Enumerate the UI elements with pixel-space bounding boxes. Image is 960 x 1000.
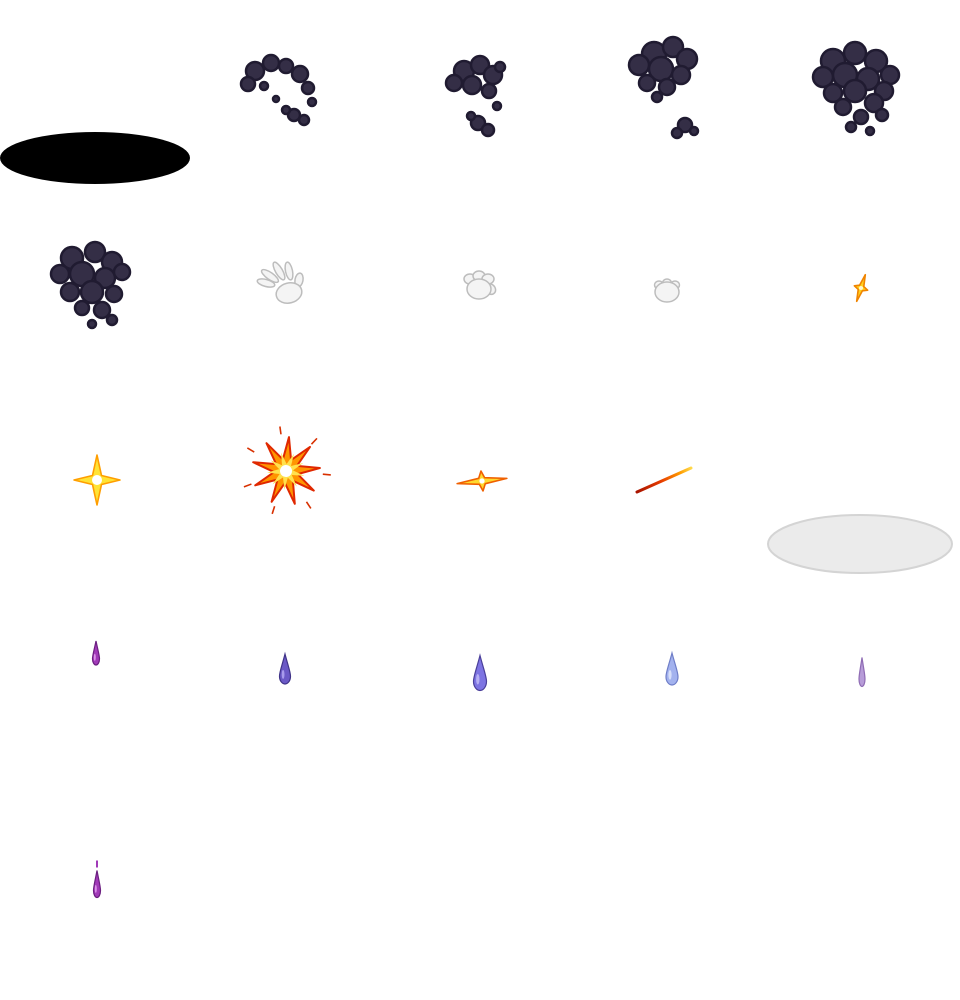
hand-open-sprite [249, 256, 319, 316]
sparkle-star-sprite [70, 452, 124, 508]
ground-shadow-gray [764, 511, 956, 577]
droplet-blue-large [468, 649, 492, 697]
ground-shadow-black [0, 128, 191, 188]
spark-cross-sprite [453, 464, 511, 498]
smoke-puff-medium [425, 42, 535, 152]
smoke-puff-dissipating [226, 36, 336, 146]
fire-streak-sprite [632, 463, 696, 497]
smoke-puff-dense-a [805, 32, 915, 152]
smoke-puff-large-trail [612, 28, 722, 148]
droplet-faded-thin [850, 652, 874, 692]
smoke-puff-dense-b [40, 227, 150, 347]
droplet-purple-falling [85, 850, 109, 902]
droplet-lightblue [660, 647, 684, 691]
droplet-indigo [273, 648, 297, 690]
spark-small-sprite [848, 270, 874, 306]
droplet-purple-small [84, 635, 108, 671]
explosion-burst-sprite [236, 421, 336, 521]
hand-fist-sprite [642, 270, 692, 312]
hand-grab-sprite [449, 261, 509, 311]
